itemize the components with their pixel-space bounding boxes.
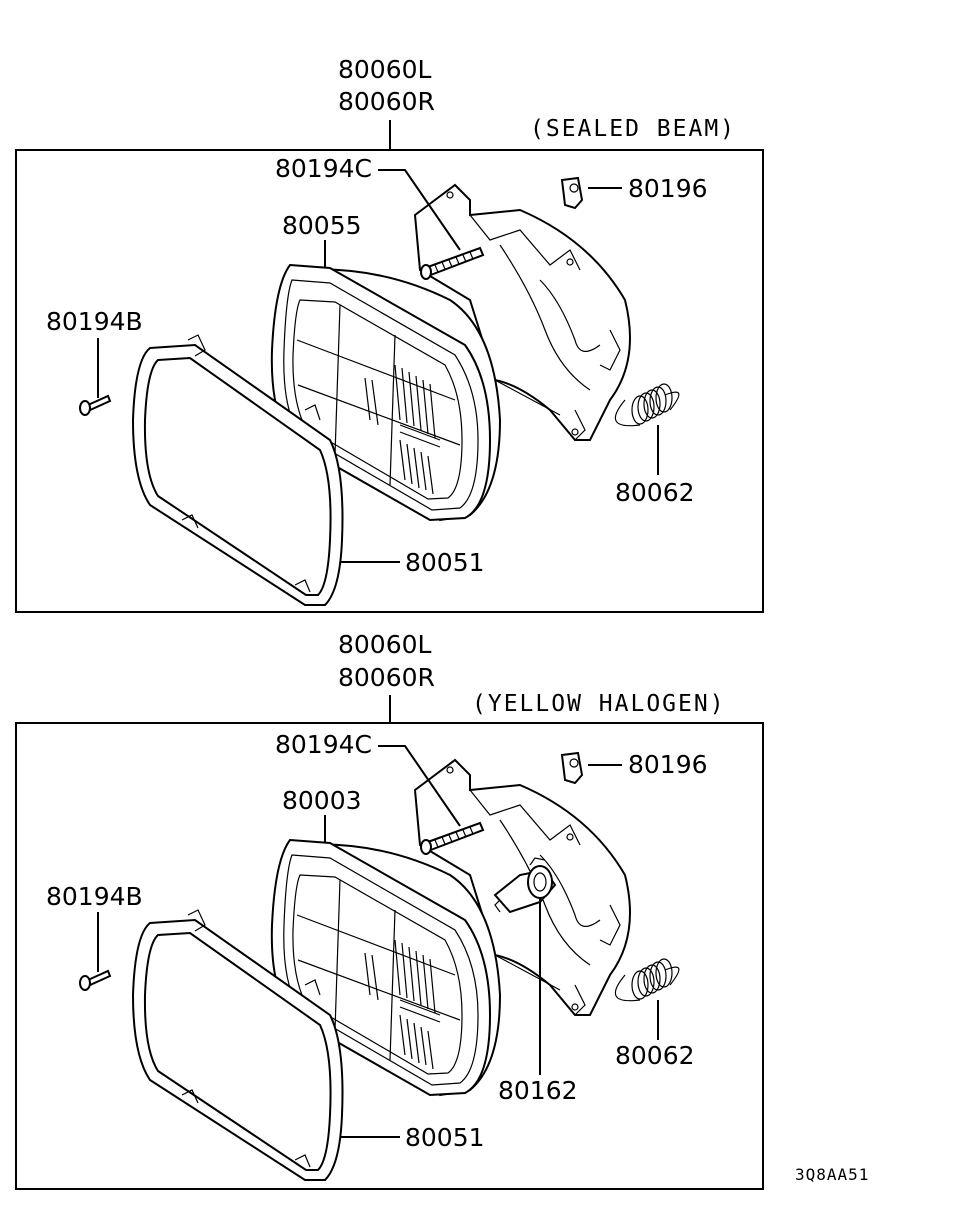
spring-label: 80062 <box>615 1041 695 1070</box>
bezel-ring-label: 80051 <box>405 548 485 577</box>
diagram-code: 3Q8AA51 <box>795 1165 869 1184</box>
headlamp-assembly-drawing <box>79 177 680 606</box>
screw-long-label: 80194C <box>275 154 372 183</box>
screw-short-label: 80194B <box>46 882 143 911</box>
panel-sealed-beam: 80060L 80060R (SEALED BEAM) 80194C 80196… <box>15 55 764 613</box>
lamp-unit-label: 80003 <box>282 786 362 815</box>
bezel-ring-label: 80051 <box>405 1123 485 1152</box>
assembly-left-label: 80060L <box>338 630 432 659</box>
headlamp-assembly-drawing <box>79 752 680 1181</box>
spring-label: 80062 <box>615 478 695 507</box>
assembly-right-label: 80060R <box>338 87 435 116</box>
panel-caption: (YELLOW HALOGEN) <box>472 691 726 717</box>
panel-yellow-halogen: 80060L 80060R (YELLOW HALOGEN) 80194C 80… <box>15 630 764 1190</box>
assembly-left-label: 80060L <box>338 55 432 84</box>
nut-clip-label: 80196 <box>628 750 708 779</box>
panel-caption: (SEALED BEAM) <box>530 116 736 142</box>
nut-clip-label: 80196 <box>628 174 708 203</box>
screw-long-label: 80194C <box>275 730 372 759</box>
screw-short-label: 80194B <box>46 307 143 336</box>
bulb-label: 80162 <box>498 1076 578 1105</box>
lamp-unit-label: 80055 <box>282 211 362 240</box>
assembly-right-label: 80060R <box>338 663 435 692</box>
